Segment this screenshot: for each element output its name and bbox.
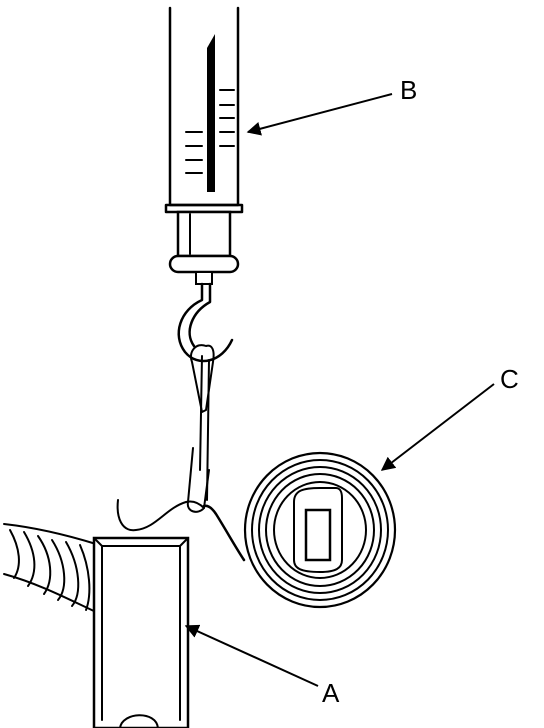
rope	[3, 523, 97, 613]
spring-coil	[116, 451, 397, 609]
wire-clip	[186, 344, 215, 513]
callout-b-label: B	[400, 75, 417, 105]
callout-c-label: C	[500, 364, 519, 394]
scale-graduations	[185, 89, 235, 174]
callout-b: B	[246, 75, 417, 136]
callout-c: C	[380, 364, 519, 471]
callout-a: A	[184, 624, 340, 708]
test-bar	[92, 536, 190, 728]
spring-scale	[164, 6, 244, 285]
scale-hook	[177, 282, 234, 363]
callout-a-label: A	[322, 678, 340, 708]
